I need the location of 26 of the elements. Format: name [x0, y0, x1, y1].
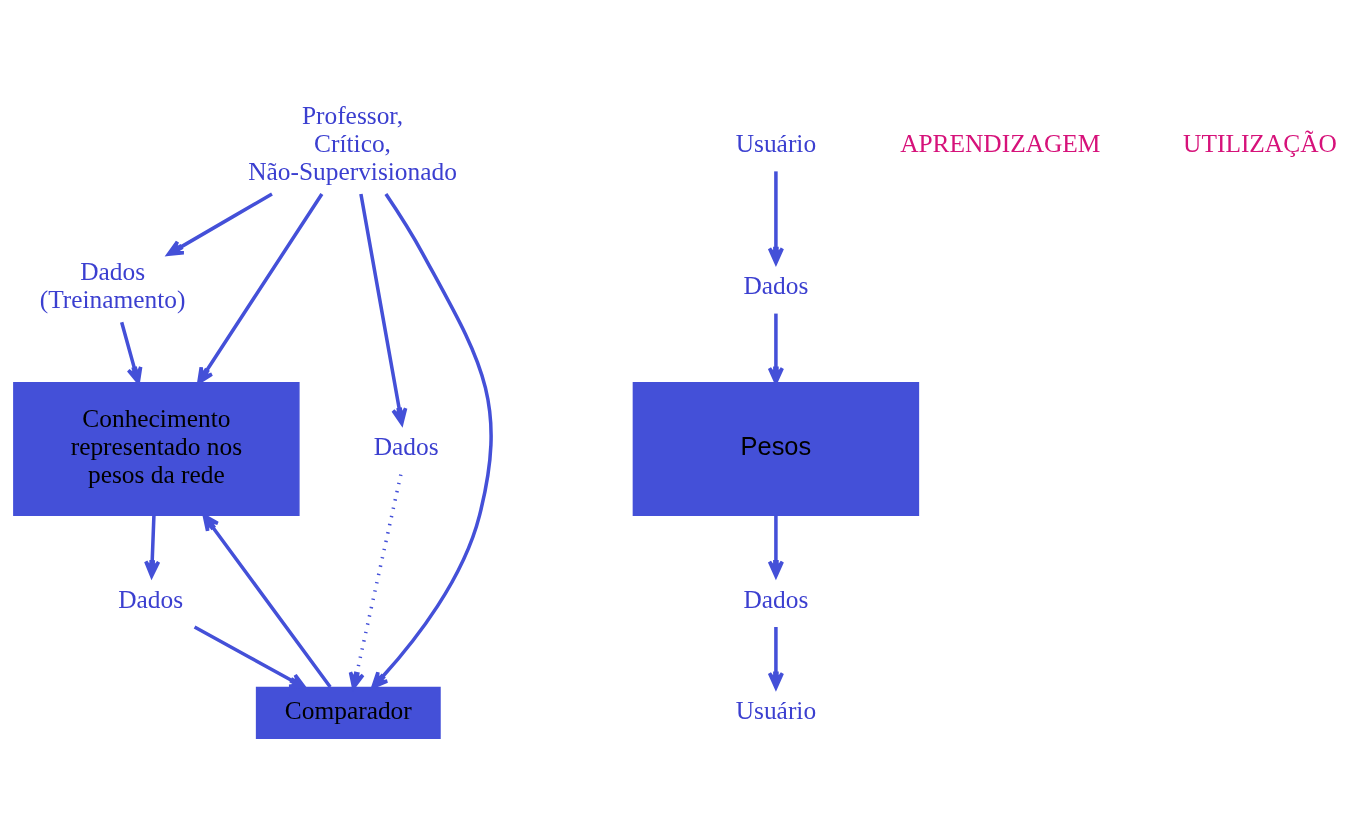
arrow [348, 474, 403, 690]
arrow [767, 627, 785, 690]
arrow [166, 192, 273, 257]
arrow [202, 513, 332, 688]
node-text: Usuário [735, 696, 817, 725]
label: APRENDIZAGEM [900, 128, 1101, 157]
node-box: Comparador [255, 686, 441, 740]
arrow [767, 313, 785, 385]
node-text: Dados (Treinamento) [39, 257, 186, 314]
node-text: Dados [118, 584, 184, 613]
node-text: Professor, Crítico, Não-Supervisionado [248, 100, 457, 186]
arrow [371, 193, 493, 689]
arrow [767, 171, 785, 265]
node-text: Dados [373, 432, 439, 461]
arrow [119, 321, 143, 385]
node-box: Conhecimento representado nos pesos da rede [13, 382, 300, 517]
arrow [193, 625, 307, 690]
arrow [767, 515, 785, 578]
node-text: Dados [743, 584, 809, 613]
arrow [144, 515, 161, 578]
node-text: Usuário [735, 128, 817, 157]
node-box: Pesos [632, 382, 920, 517]
arrow [359, 193, 408, 426]
arrow [197, 193, 324, 385]
node-text: Dados [743, 271, 809, 300]
label: UTILIZAÇÃO [1183, 128, 1337, 157]
